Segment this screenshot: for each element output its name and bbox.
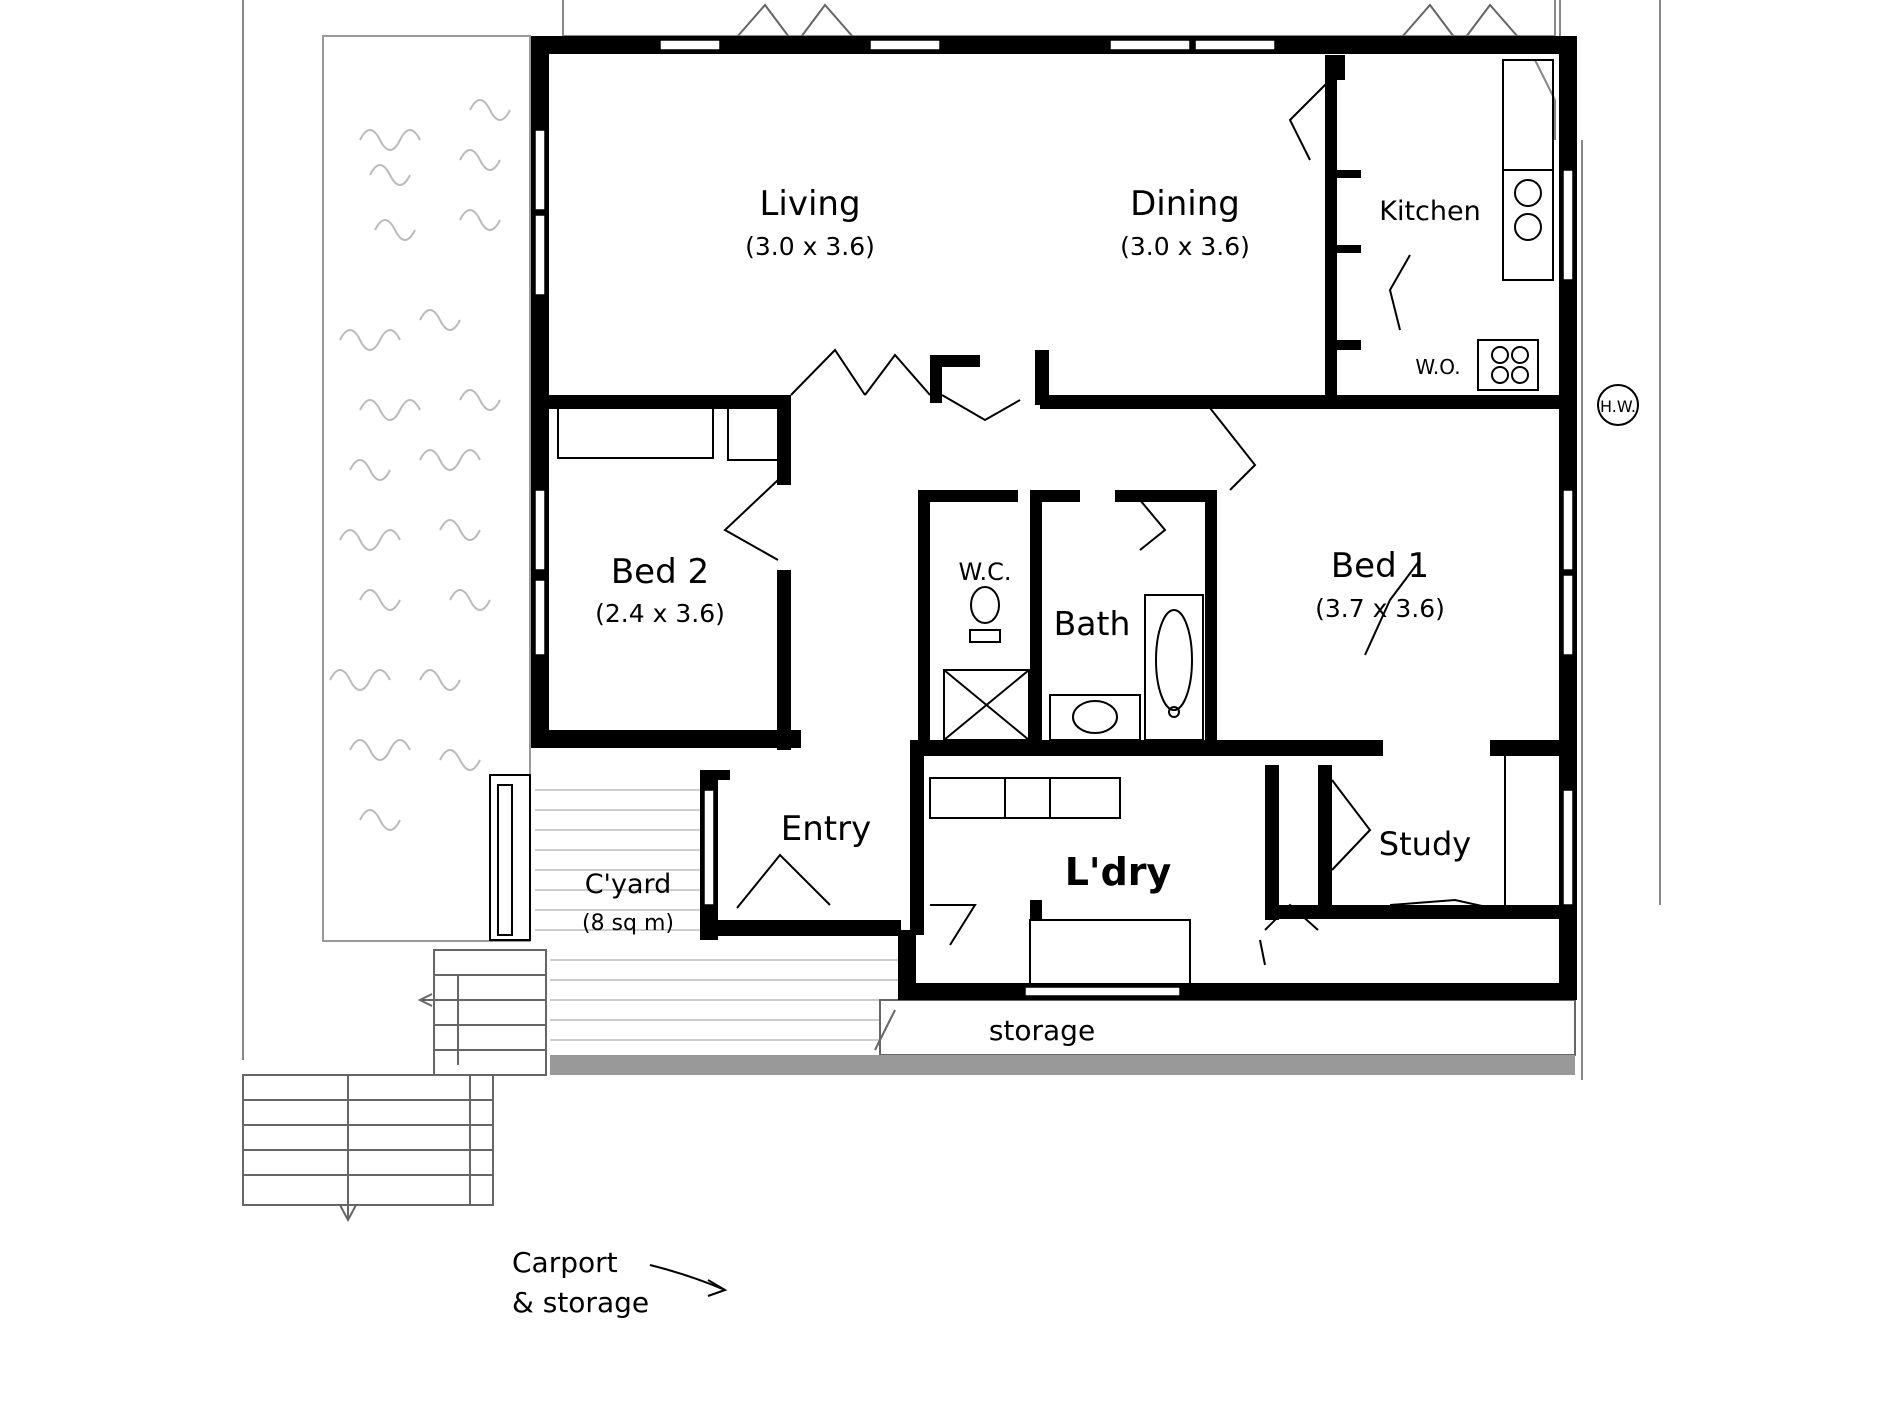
carport-arrow	[649, 1264, 728, 1297]
room-label-bed1: Bed 1	[1331, 546, 1429, 586]
room-label-storage: storage	[989, 1014, 1095, 1047]
exterior-top-doors	[729, 3, 1526, 46]
room-label-wall-oven: W.O.	[1415, 355, 1460, 379]
room-label-entry: Entry	[781, 809, 871, 849]
room-label-courtyard: C'yard	[585, 869, 672, 900]
courtyard-decking	[535, 789, 900, 1041]
room-dims-dining: (3.0 x 3.6)	[1120, 232, 1250, 261]
room-label-bed2: Bed 2	[611, 552, 709, 592]
room-label-wc: W.C.	[959, 558, 1012, 586]
room-area-courtyard: (8 sq m)	[582, 911, 674, 936]
room-label-kitchen: Kitchen	[1379, 196, 1480, 227]
storage-strip	[550, 999, 1576, 1075]
room-label-dining: Dining	[1130, 184, 1240, 224]
room-label-laundry: L'dry	[1065, 850, 1172, 894]
carport-label-line2: & storage	[512, 1286, 649, 1319]
room-label-bath: Bath	[1054, 604, 1131, 643]
room-label-hot-water: H.W.	[1600, 397, 1636, 416]
room-label-living: Living	[759, 184, 860, 224]
carport-label-line1: Carport	[512, 1246, 618, 1279]
room-dims-bed2: (2.4 x 3.6)	[595, 599, 725, 628]
room-label-study: Study	[1379, 825, 1471, 863]
fixtures	[489, 59, 1639, 986]
garden-bed	[322, 35, 531, 942]
windows	[534, 39, 1574, 997]
stairs	[242, 949, 547, 1223]
room-dims-living: (3.0 x 3.6)	[745, 232, 875, 261]
room-dims-bed1: (3.7 x 3.6)	[1315, 594, 1445, 623]
